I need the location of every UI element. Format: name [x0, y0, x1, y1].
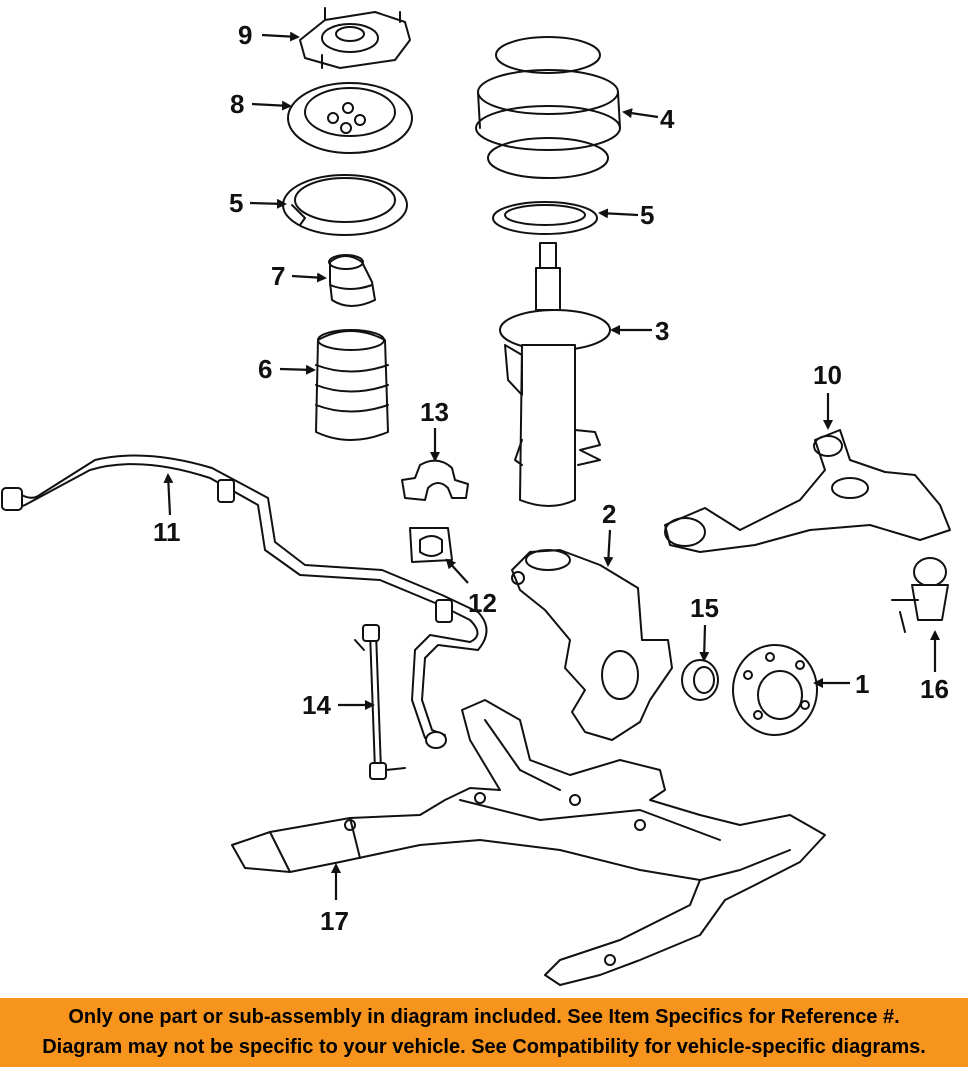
coil-spring: [475, 36, 621, 179]
upper-spring-seat: [287, 82, 413, 154]
callout-14: 14: [302, 690, 331, 720]
stabilizer-bar: [1, 454, 488, 749]
callout-15: 15: [690, 593, 719, 623]
wheel-bearing: [681, 659, 719, 701]
callout-6: 6: [258, 354, 272, 384]
callout-5-right: 5: [640, 200, 654, 230]
callout-7: 7: [271, 261, 285, 291]
callout-13: 13: [420, 397, 449, 427]
steering-knuckle: [511, 549, 673, 741]
disclaimer-line-1: Only one part or sub-assembly in diagram…: [68, 1006, 900, 1028]
lower-control-arm: [664, 429, 951, 553]
callout-1: 1: [855, 669, 869, 699]
callout-arrows: [163, 31, 940, 900]
front-crossmember: [231, 699, 826, 986]
spring-insulator-left: [282, 174, 408, 236]
dust-boot: [315, 329, 389, 441]
disclaimer-banner: Only one part or sub-assembly in diagram…: [0, 998, 968, 1067]
callout-4: 4: [660, 104, 675, 134]
callout-11: 11: [153, 517, 181, 547]
callout-2: 2: [602, 499, 616, 529]
spring-insulator-right: [492, 201, 598, 235]
callout-16: 16: [920, 674, 949, 704]
stabilizer-bracket: [401, 459, 469, 501]
strut-assembly: [499, 242, 611, 507]
callout-8: 8: [230, 89, 244, 119]
bump-stop: [328, 254, 376, 307]
stabilizer-bushing: [409, 527, 453, 563]
callout-5-left: 5: [229, 188, 243, 218]
callout-12: 12: [468, 588, 497, 618]
callout-9: 9: [238, 20, 252, 50]
strut-mount: [299, 7, 411, 69]
callout-17: 17: [320, 906, 349, 936]
suspension-exploded-diagram: 9 8 5 7 6 4 5 3 10 11 13 12 2 15 1 16 14…: [1, 7, 951, 986]
callout-3: 3: [655, 316, 669, 346]
callout-10: 10: [813, 360, 842, 390]
stabilizer-link: [354, 624, 406, 780]
disclaimer-line-2: Diagram may not be specific to your vehi…: [42, 1036, 926, 1058]
ball-joint: [891, 557, 949, 633]
wheel-hub: [732, 644, 818, 736]
